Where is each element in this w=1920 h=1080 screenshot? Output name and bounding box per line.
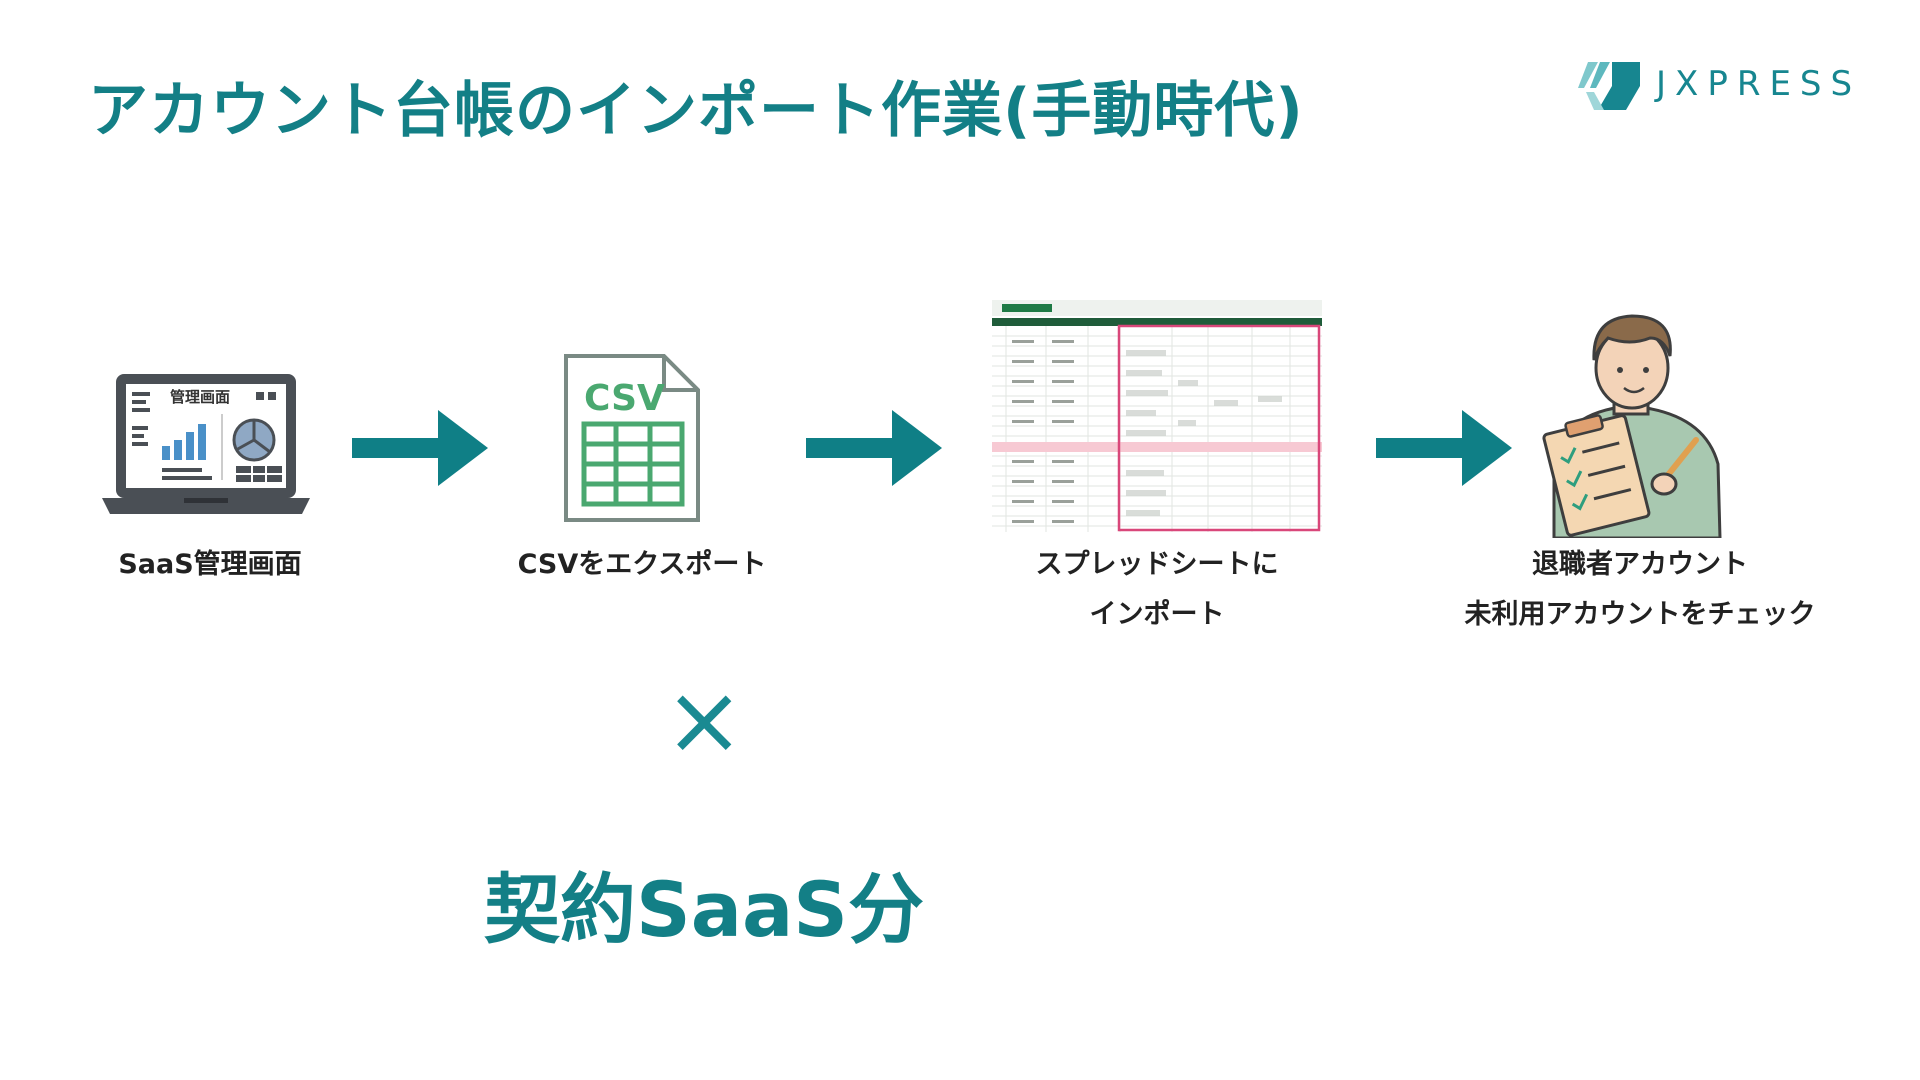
step4-caption-line1: 退職者アカウント <box>1532 549 1748 580</box>
step3-caption-line2: インポート <box>1089 599 1225 630</box>
logo-text: JXPRESS <box>1656 64 1862 104</box>
jxpress-logo: JXPRESS <box>1578 58 1858 114</box>
multiplier-symbol: × <box>664 664 745 776</box>
laptop-dashboard-icon: 管理画面 <box>102 374 310 514</box>
step4-caption: 退職者アカウント 未利用アカウントをチェック <box>1420 540 1860 640</box>
step2-caption: CSVをエクスポート <box>517 549 767 580</box>
step3-caption: スプレッドシートに インポート <box>1002 540 1312 640</box>
step1-caption: SaaS管理画面 <box>118 549 302 580</box>
csv-file-label: CSV <box>584 378 665 419</box>
arrow-right-icon <box>352 410 488 486</box>
csv-file-icon: CSV <box>564 354 700 522</box>
page-title: アカウント台帳のインポート作業(手動時代) <box>88 76 1304 146</box>
step3-caption-line1: スプレッドシートに <box>1035 549 1279 580</box>
laptop-screen-label: 管理画面 <box>170 388 230 406</box>
spreadsheet-screenshot <box>992 300 1322 532</box>
arrow-right-icon <box>806 410 942 486</box>
jxpress-logo-icon <box>1578 62 1640 110</box>
person-checklist-icon <box>1514 294 1764 538</box>
step4-caption-line2: 未利用アカウントをチェック <box>1464 599 1816 630</box>
contracted-saas-label: 契約SaaS分 <box>484 865 925 954</box>
arrow-right-icon <box>1376 410 1512 486</box>
